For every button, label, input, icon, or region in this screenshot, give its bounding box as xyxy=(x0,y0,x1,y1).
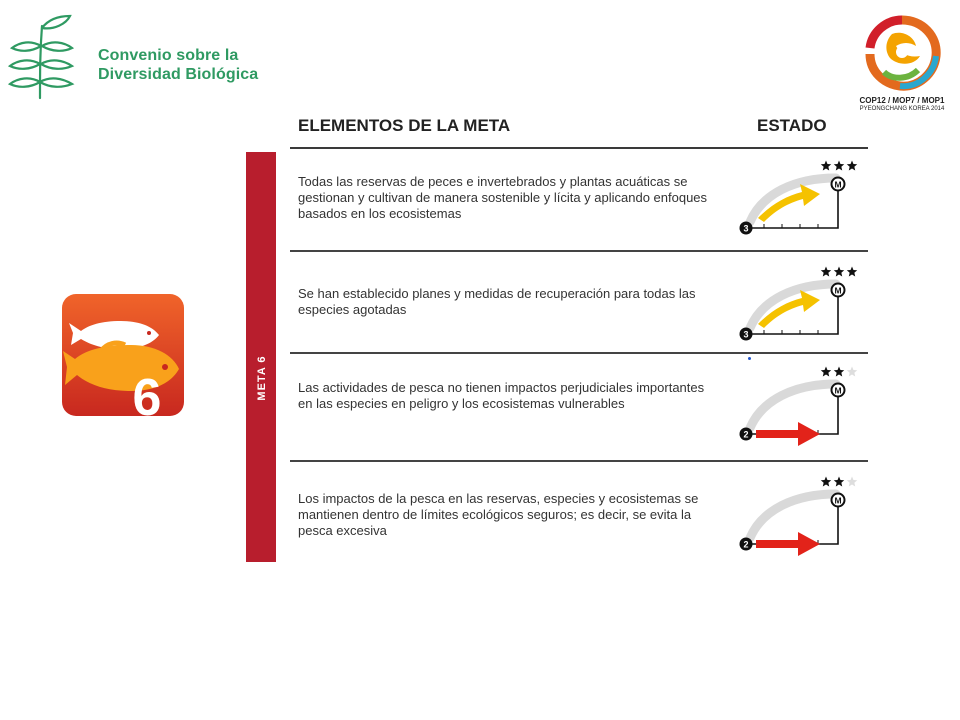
header-divider xyxy=(290,147,868,149)
status-gauge-row-2: 3M xyxy=(739,266,858,341)
stray-dot xyxy=(748,357,751,360)
star-filled-icon xyxy=(820,366,832,377)
row-divider xyxy=(290,352,868,354)
status-gauge-row-4: 2M xyxy=(739,476,858,556)
level-badge-label: 3 xyxy=(743,330,748,340)
star-filled-icon xyxy=(846,160,858,171)
status-gauge-row-3: 2M xyxy=(739,366,858,446)
progress-arrow xyxy=(756,532,820,556)
max-badge-label: M xyxy=(834,496,841,506)
element-row-2-text: Se han establecido planes y medidas de r… xyxy=(298,286,696,317)
star-filled-icon xyxy=(833,266,845,277)
level-badge xyxy=(739,537,753,551)
star-filled-icon xyxy=(820,160,832,171)
element-row-1-text: Todas las reservas de peces e invertebra… xyxy=(298,174,708,221)
star-empty-icon xyxy=(846,366,858,377)
level-badge-label: 2 xyxy=(743,430,748,440)
max-badge-label: M xyxy=(834,386,841,396)
organization-name: Convenio sobre la Diversidad Biológica xyxy=(98,46,258,84)
element-row-4-text: Los impactos de la pesca en las reservas… xyxy=(298,491,699,538)
target-elements-table: ELEMENTOS DE LA META ESTADO META 6 Todas… xyxy=(246,108,870,564)
gauge-arc xyxy=(745,379,841,433)
cop12-logo xyxy=(865,15,941,91)
gauge-arc xyxy=(745,279,841,333)
max-badge xyxy=(830,282,846,298)
gauge-axis xyxy=(746,190,839,229)
cop12-caption-line2: PYEONGCHANG KOREA 2014 xyxy=(859,106,945,112)
star-empty-icon xyxy=(846,476,858,487)
star-filled-icon xyxy=(833,160,845,171)
organization-name-line1: Convenio sobre la xyxy=(98,47,239,64)
star-filled-icon xyxy=(833,366,845,377)
max-badge xyxy=(830,176,846,192)
aichi-target-6-icon: 6 xyxy=(62,294,184,417)
star-filled-icon xyxy=(820,476,832,487)
gauge-arc xyxy=(745,489,841,543)
element-row-3-text: Las actividades de pesca no tienen impac… xyxy=(298,380,705,411)
status-gauge-row-1: 3M xyxy=(739,160,858,235)
target-band: META 6 xyxy=(246,152,276,562)
max-badge-label: M xyxy=(834,286,841,296)
max-badge xyxy=(830,492,846,508)
level-badge-label: 2 xyxy=(743,540,748,550)
star-filled-icon xyxy=(846,266,858,277)
gauge-arc xyxy=(745,173,841,227)
star-filled-icon xyxy=(833,476,845,487)
level-badge xyxy=(739,327,753,341)
cop12-caption-line1: COP12 / MOP7 / MOP1 xyxy=(859,96,945,105)
max-badge xyxy=(830,382,846,398)
level-badge xyxy=(739,427,753,441)
cbd-plant-logo xyxy=(7,14,75,100)
level-badge-label: 3 xyxy=(743,224,748,234)
progress-arrow xyxy=(758,290,820,328)
level-badge xyxy=(739,221,753,235)
column-header-status: ESTADO xyxy=(757,116,827,135)
organization-name-line2: Diversidad Biológica xyxy=(98,66,259,83)
max-badge-label: M xyxy=(834,180,841,190)
target-band-label: META 6 xyxy=(256,355,268,401)
progress-arrow xyxy=(758,184,820,222)
target-number: 6 xyxy=(133,369,162,417)
row-divider xyxy=(290,250,868,252)
gauge-axis xyxy=(746,296,839,335)
progress-arrow xyxy=(756,422,820,446)
star-filled-icon xyxy=(820,266,832,277)
cop12-caption: COP12 / MOP7 / MOP1 PYEONGCHANG KOREA 20… xyxy=(852,96,952,114)
row-divider xyxy=(290,460,868,462)
column-header-elements: ELEMENTOS DE LA META xyxy=(298,116,511,135)
